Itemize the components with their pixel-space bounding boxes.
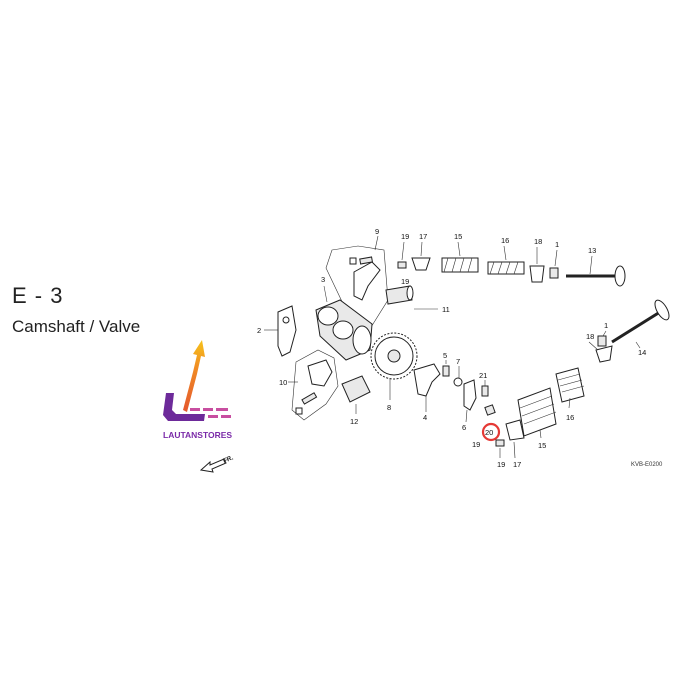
retainer-17	[411, 257, 431, 271]
logo-speed-line	[221, 415, 231, 418]
decompressor-4	[413, 363, 441, 412]
callout-5: 5	[443, 351, 447, 360]
valve-train-lower	[495, 299, 670, 447]
rocker-arm	[353, 261, 381, 301]
plate-2	[264, 305, 297, 357]
rocker-arm-assembly-9	[325, 235, 389, 335]
valve-seal-1	[597, 335, 607, 347]
shaft-body	[385, 285, 413, 305]
shaft-body	[341, 375, 371, 403]
spring-seat-18	[595, 345, 613, 363]
callout-13: 13	[588, 246, 596, 255]
logo-arrow-icon	[183, 340, 205, 412]
callout-15-top: 15	[454, 232, 462, 241]
plate-body	[277, 305, 297, 357]
adjuster-bolt	[301, 392, 318, 405]
callout-6: 6	[462, 423, 466, 432]
section-code: E - 3	[12, 283, 64, 308]
valve-14	[611, 299, 670, 349]
callout-16-top: 16	[501, 236, 509, 245]
shaft-end	[406, 285, 414, 301]
callout-1-top: 1	[555, 240, 559, 249]
callout-9: 9	[375, 227, 379, 236]
plate-hole	[282, 316, 290, 324]
weight-6	[463, 379, 477, 423]
spring-15	[441, 257, 479, 273]
callout-15-lower: 15	[538, 441, 546, 450]
bolt-20	[481, 404, 501, 442]
callout-10: 10	[279, 378, 287, 387]
highlight-marker	[481, 422, 501, 442]
cam-sprocket-8	[370, 332, 418, 400]
adjuster-nut	[349, 257, 357, 265]
callout-1-lower: 1	[604, 321, 608, 330]
rocker-arm	[307, 359, 333, 387]
callout-18-top: 18	[534, 237, 542, 246]
diagram-code: KVB-E0200	[631, 462, 663, 468]
pin-5	[442, 360, 450, 377]
cam-lobe	[332, 320, 354, 340]
callout-labels: 9 3 2 10 12 8 11 4 5 7 6 21 20 19 19 17 …	[257, 227, 646, 469]
callout-19-top-a: 19	[401, 232, 409, 241]
callout-14: 14	[638, 348, 646, 357]
callout-16-lower: 16	[566, 413, 574, 422]
callout-12: 12	[350, 417, 358, 426]
cam-lobe	[317, 306, 339, 326]
callout-4: 4	[423, 413, 427, 422]
rocker-shaft-12	[341, 375, 371, 414]
spring-16	[555, 367, 585, 403]
valve-13	[566, 265, 626, 287]
rocker-arm-assembly-10	[288, 349, 339, 421]
sprocket-hub	[387, 349, 401, 363]
logo-brand-text: LAUTANSTORES	[163, 430, 232, 440]
callout-8: 8	[387, 403, 391, 412]
logo-speed-line	[203, 408, 213, 411]
valve-train-top	[397, 257, 626, 287]
front-label: FR.	[222, 454, 235, 464]
front-indicator: FR.	[199, 454, 235, 473]
bracket-outline	[291, 349, 339, 421]
callout-leaders	[401, 241, 607, 459]
cotter-19	[495, 439, 505, 447]
callout-17-top: 17	[419, 232, 427, 241]
decompressor-body	[413, 363, 441, 397]
rocker-shaft-11	[385, 285, 438, 310]
logo-speed-line	[190, 408, 200, 411]
cotter-19	[397, 261, 407, 269]
callout-3: 3	[321, 275, 325, 284]
spring-seat-18	[529, 265, 545, 283]
camshaft-3	[315, 285, 373, 361]
callout-21: 21	[479, 371, 487, 380]
callout-7: 7	[456, 357, 460, 366]
callout-19-top-b: 19	[401, 277, 409, 286]
retainer-17	[505, 419, 525, 441]
callout-17-lower: 17	[513, 460, 521, 469]
logo-l-shape	[163, 393, 205, 421]
section-title: Camshaft / Valve	[12, 317, 141, 336]
callout-11: 11	[442, 305, 450, 314]
adjuster-nut	[295, 407, 303, 415]
spring-7	[453, 366, 463, 387]
bolt-21	[481, 380, 489, 397]
store-logo: LAUTANSTORES	[163, 340, 232, 440]
callout-20: 20	[485, 428, 493, 437]
spring-16	[487, 261, 525, 275]
logo-speed-line	[208, 415, 218, 418]
logo-speed-line	[216, 408, 228, 411]
spring-15	[517, 387, 557, 437]
callout-19-lower-a: 19	[472, 440, 480, 449]
valve-seal-1	[549, 267, 559, 279]
camshaft-bearing	[352, 325, 372, 355]
adjuster-bolt	[359, 256, 374, 265]
callout-2: 2	[257, 326, 261, 335]
callout-19-lower-b: 19	[497, 460, 505, 469]
callout-18-lower: 18	[586, 332, 594, 341]
front-arrow-icon	[199, 458, 227, 473]
